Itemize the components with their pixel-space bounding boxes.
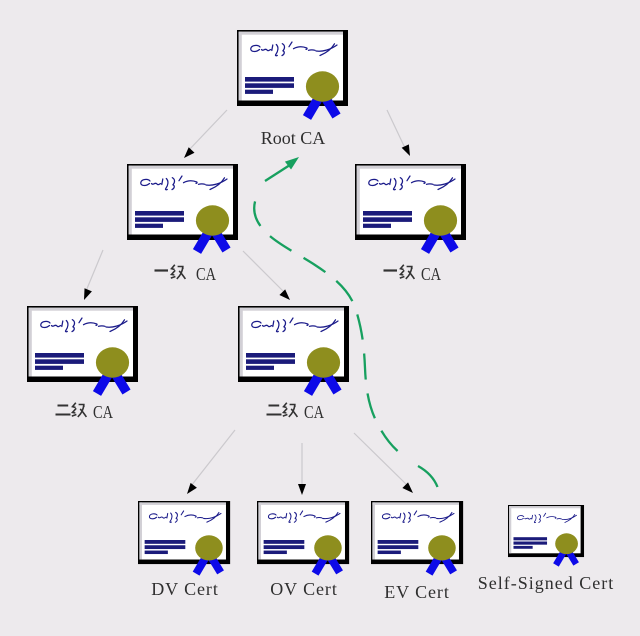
svg-text:CA: CA [93, 402, 113, 422]
svg-text:Self-Signed Cert: Self-Signed Cert [478, 573, 614, 593]
svg-text:Root CA: Root CA [261, 128, 326, 148]
svg-text:CA: CA [421, 264, 441, 284]
svg-text:CA: CA [304, 402, 324, 422]
svg-text:EV Cert: EV Cert [384, 582, 449, 602]
svg-text:CA: CA [196, 264, 216, 284]
svg-text:OV Cert: OV Cert [270, 579, 337, 599]
svg-text:DV Cert: DV Cert [151, 579, 218, 599]
